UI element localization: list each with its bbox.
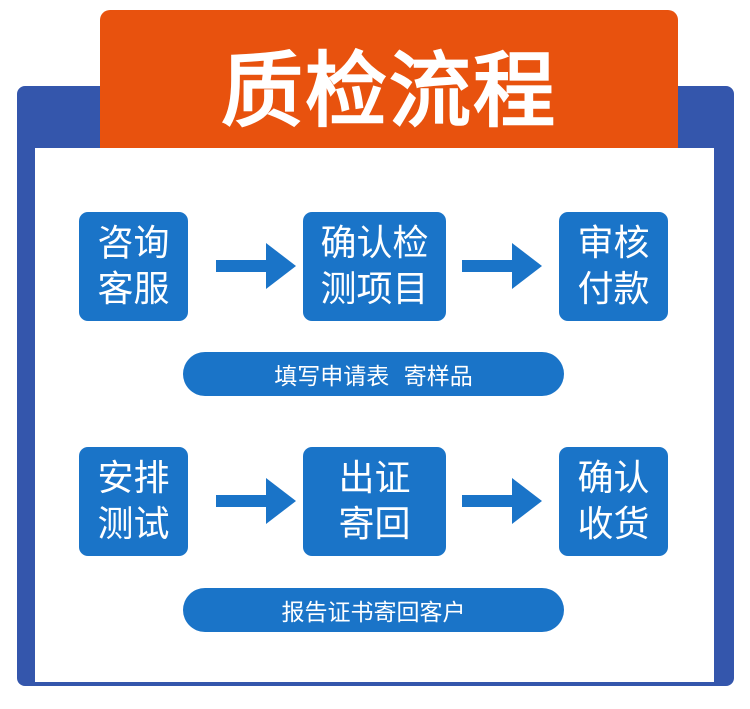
step-label: 确认检 — [320, 222, 429, 264]
step-label: 安排 — [97, 457, 170, 499]
step-receipt: 确认收货 — [559, 447, 668, 556]
step-label: 客服 — [97, 268, 170, 310]
page-title: 质检流程 — [220, 43, 557, 139]
step-confirm-items: 确认检测项目 — [303, 212, 446, 321]
arrow-right-icon — [216, 243, 296, 289]
step-consult: 咨询客服 — [79, 212, 188, 321]
note-pill: 填写申请表 寄样品 — [183, 352, 564, 396]
step-label: 付款 — [577, 268, 650, 310]
step-label: 咨询 — [97, 222, 170, 264]
step-label: 确认 — [577, 457, 650, 499]
arrow-right-icon — [462, 243, 542, 289]
title-banner: 质检流程 — [100, 10, 678, 148]
step-testing: 安排测试 — [79, 447, 188, 556]
step-payment: 审核付款 — [559, 212, 668, 321]
step-label: 收货 — [577, 503, 650, 545]
step-label: 寄回 — [338, 503, 411, 545]
arrow-right-icon — [216, 478, 296, 524]
arrow-right-icon — [462, 478, 542, 524]
note-pill: 报告证书寄回客户 — [183, 588, 564, 632]
step-label: 出证 — [338, 457, 411, 499]
step-label: 测试 — [97, 503, 170, 545]
step-label: 测项目 — [320, 268, 429, 310]
step-label: 审核 — [577, 222, 650, 264]
step-certificate: 出证寄回 — [303, 447, 446, 556]
